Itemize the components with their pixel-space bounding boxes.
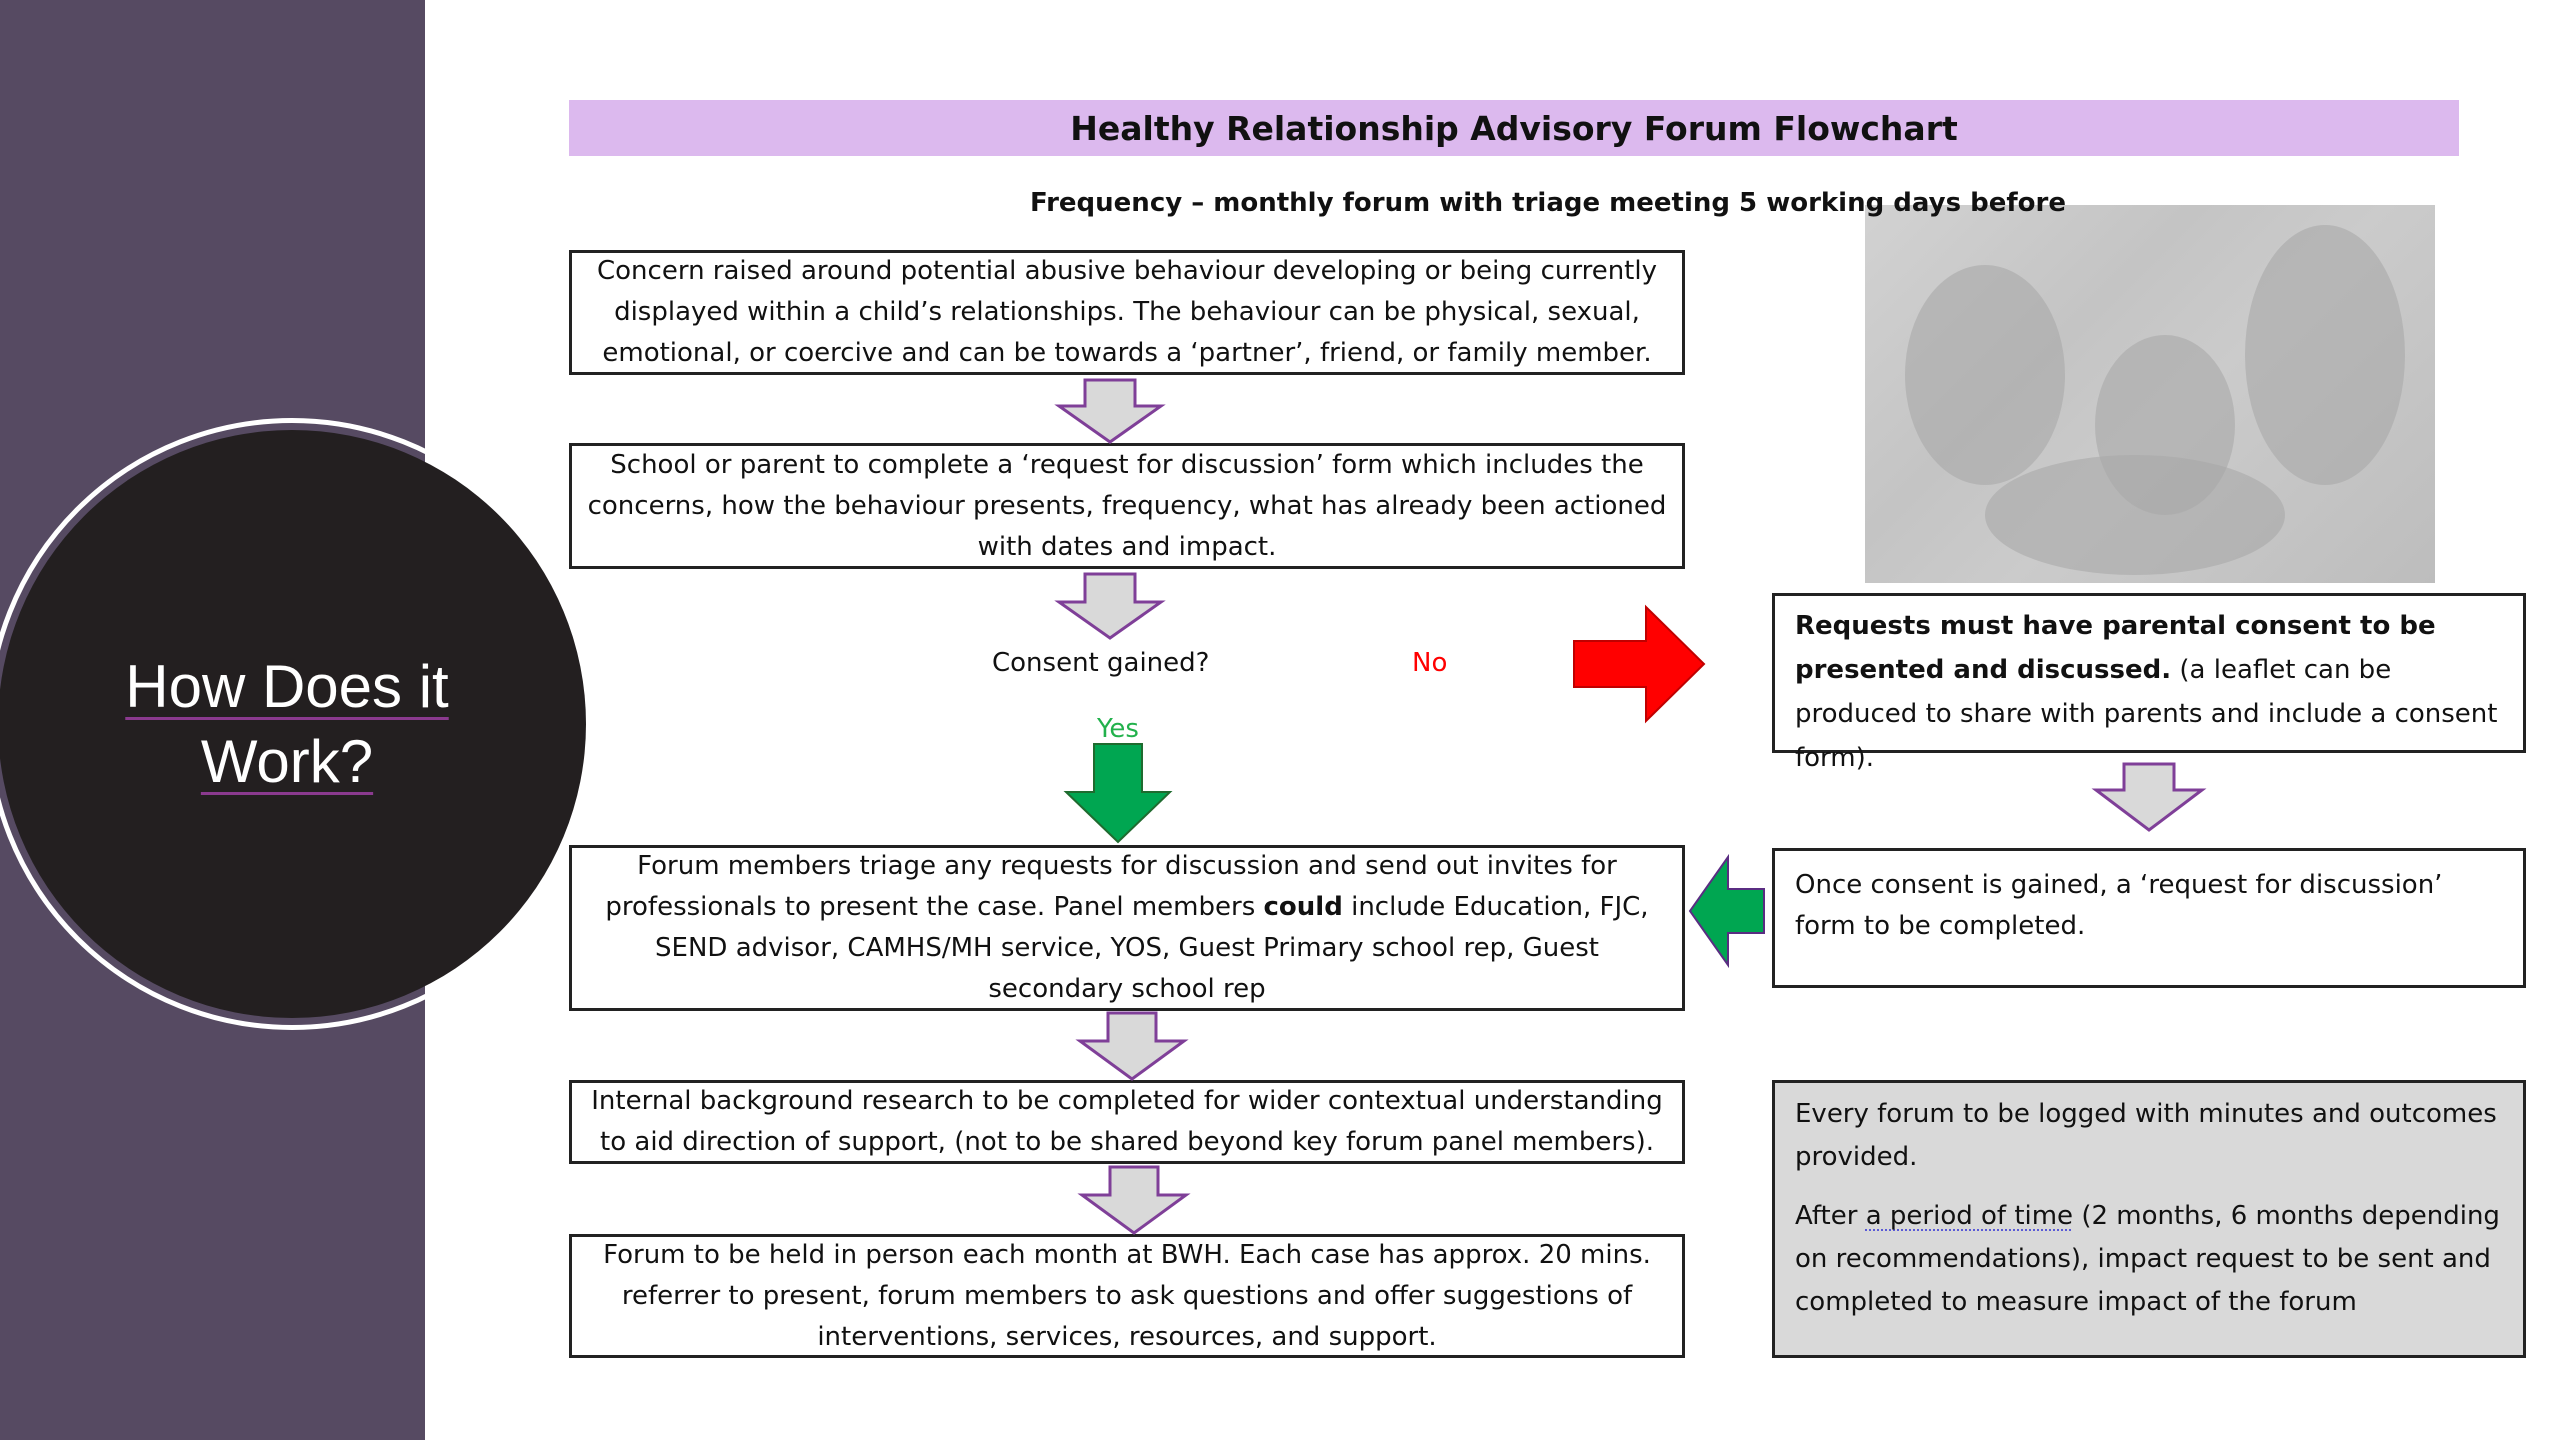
consent-requirement-box: Requests must have parental consent to b… — [1772, 593, 2526, 773]
down-arrow-2 — [1054, 572, 1166, 640]
log-para2-before: After — [1795, 1201, 1866, 1231]
title-circle: How Does it Work? — [0, 430, 586, 1018]
decision-yes-label: Yes — [1097, 714, 1139, 744]
step-request-text: School or parent to complete a ‘request … — [587, 449, 1667, 562]
step-forum-held: Forum to be held in person each month at… — [569, 1234, 1685, 1358]
yes-down-arrow — [1063, 743, 1173, 844]
down-arrow-4 — [1077, 1165, 1191, 1235]
background-photo — [1865, 205, 2435, 583]
triage-text-bold: could — [1263, 892, 1343, 922]
consent-requirement-text: Requests must have parental consent to b… — [1795, 604, 2503, 780]
step-triage-text: Forum members triage any requests for di… — [584, 846, 1670, 1010]
slide-title: How Does it Work? — [77, 649, 497, 799]
log-para2-link: a period of time — [1865, 1201, 2074, 1231]
log-para1: Every forum to be logged with minutes an… — [1795, 1099, 2497, 1172]
down-arrow-3 — [1075, 1011, 1189, 1081]
decision-question: Consent gained? — [992, 648, 1210, 678]
step-research-text: Internal background research to be compl… — [591, 1086, 1663, 1157]
triage-text-before: Forum members triage any requests for di… — [605, 851, 1617, 922]
step-forum-text: Forum to be held in person each month at… — [603, 1239, 1651, 1352]
title-circle-ring — [0, 418, 598, 1030]
forum-log-box: Every forum to be logged with minutes an… — [1772, 1080, 2526, 1358]
log-para2: After a period of time (2 months, 6 mont… — [1795, 1195, 2503, 1324]
consent-requirement-normal: (a leaflet can be produced to share with… — [1795, 655, 2498, 773]
consent-down-arrow — [2091, 762, 2207, 832]
step-triage: Forum members triage any requests for di… — [569, 845, 1685, 1011]
step-concern-raised: Concern raised around potential abusive … — [569, 250, 1685, 375]
step-concern-text: Concern raised around potential abusive … — [597, 256, 1657, 368]
step-background-research: Internal background research to be compl… — [569, 1080, 1685, 1164]
consent-requirement-bold: Requests must have parental consent to b… — [1795, 611, 2436, 685]
once-consent-box: Once consent is gained, a ‘request for d… — [1772, 848, 2526, 988]
no-right-arrow — [1573, 604, 1706, 724]
flowchart-subtitle: Frequency – monthly forum with triage me… — [1030, 188, 2066, 218]
step-request-form: School or parent to complete a ‘request … — [569, 443, 1685, 569]
slide-title-line1: How Does it — [125, 653, 449, 720]
flowchart-title: Healthy Relationship Advisory Forum Flow… — [569, 100, 2459, 156]
slide-title-line2: Work? — [200, 728, 374, 795]
down-arrow-1 — [1054, 378, 1166, 444]
decision-no-label: No — [1412, 648, 1448, 678]
triage-text-after: include Education, FJC, SEND advisor, CA… — [655, 892, 1649, 1004]
log-para2-after: (2 months, 6 months depending on recomme… — [1795, 1201, 2500, 1317]
left-green-arrow — [1688, 853, 1765, 969]
once-consent-text: Once consent is gained, a ‘request for d… — [1795, 870, 2443, 941]
